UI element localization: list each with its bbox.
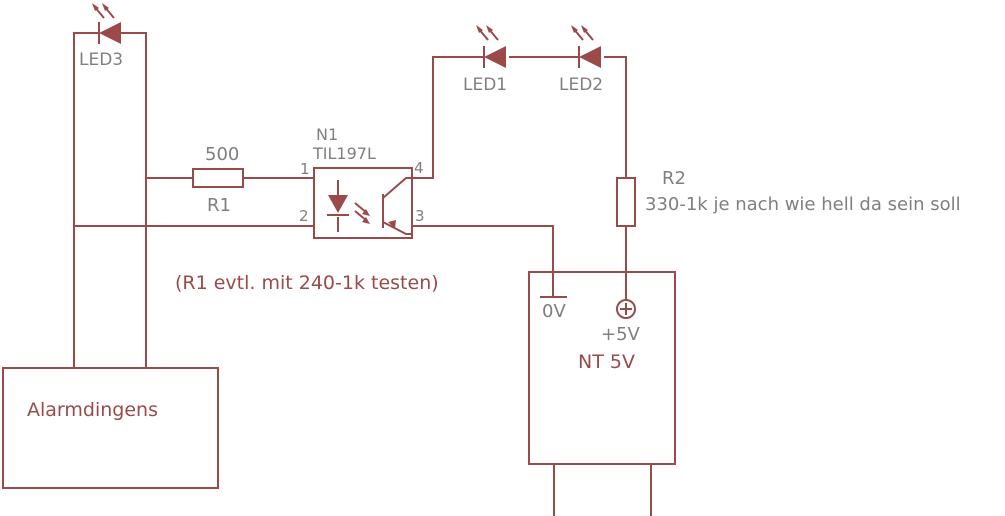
wire-led3-right [122, 32, 147, 368]
wire-pin3-gnd [412, 225, 554, 297]
n1-pin3-label: 3 [415, 207, 425, 225]
led1-label: LED1 [463, 75, 507, 95]
r1-note: (R1 evtl. mit 240-1k testen) [175, 272, 439, 294]
led3-label: LED3 [79, 50, 123, 70]
psu-gnd-label: 0V [542, 301, 566, 322]
psu-vcc-symbol [616, 299, 636, 319]
r2-name-label: R2 [662, 168, 686, 189]
led3-symbol [88, 3, 122, 44]
wire-pin4-led [412, 56, 483, 179]
n1-pin1-label: 1 [300, 160, 310, 178]
n1-pin2-label: 2 [299, 207, 309, 225]
wire-alarm-left [73, 32, 88, 368]
r1-name-label: R1 [207, 195, 231, 216]
led1-symbol [476, 25, 506, 68]
n1-type-label: TIL197L [312, 144, 376, 163]
alarm-box [2, 367, 219, 489]
r2-value-label: 330-1k je nach wie hell da sein soll [645, 194, 961, 215]
n1-pin4-label: 4 [414, 159, 424, 177]
psu-vcc-label: +5V [601, 324, 641, 345]
psu-name-label: NT 5V [578, 351, 635, 373]
n1-name-label: N1 [316, 125, 338, 144]
r1-value-label: 500 [205, 144, 239, 165]
wires [73, 32, 627, 368]
optocoupler-symbol [313, 167, 413, 239]
alarm-label: Alarmdingens [27, 399, 158, 421]
psu-box [528, 271, 676, 465]
led2-symbol [571, 25, 601, 68]
r1-resistor [192, 168, 244, 188]
wire-led2-r2 [604, 56, 627, 178]
r2-resistor [616, 177, 636, 227]
led2-label: LED2 [559, 75, 603, 95]
